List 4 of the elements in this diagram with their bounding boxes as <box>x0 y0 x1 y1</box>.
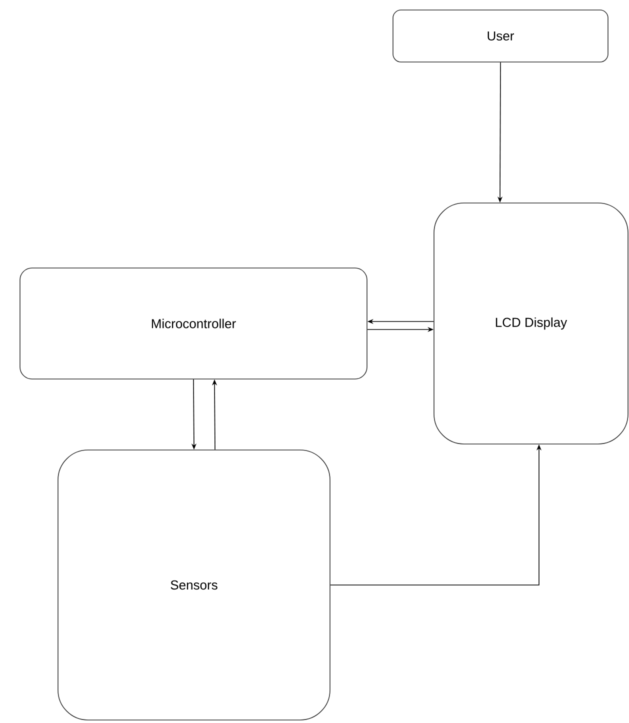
process-box: LCD Display <box>434 202 628 444</box>
process-box: Microcontroller <box>20 268 368 380</box>
process-box: Sensors <box>58 450 330 720</box>
process-box: User <box>392 10 608 62</box>
